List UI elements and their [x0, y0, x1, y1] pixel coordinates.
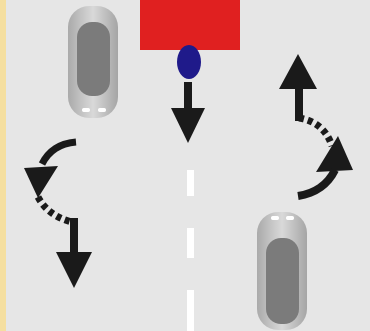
lane-divider — [187, 170, 194, 331]
left-road-edge — [0, 0, 6, 331]
car-bottom-right — [257, 212, 307, 330]
red-block — [140, 0, 240, 50]
blue-marker — [177, 45, 201, 79]
car-top-left — [68, 6, 118, 118]
